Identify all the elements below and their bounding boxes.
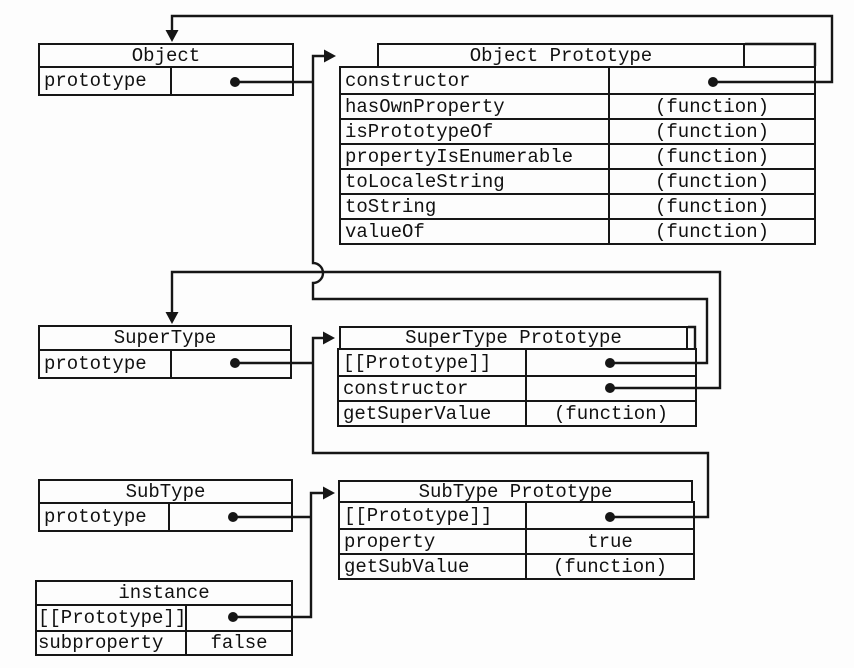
property-value (527, 503, 693, 528)
property-value: (function) (654, 195, 770, 218)
arrowhead-into-object (165, 30, 179, 42)
property-row: constructor (341, 68, 814, 93)
property-row: toLocaleString (function) (341, 168, 814, 193)
property-name: subproperty (37, 632, 187, 654)
property-name: prototype (40, 68, 172, 94)
arrowhead-into-supertype-prototype (323, 331, 335, 345)
property-row: hasOwnProperty (function) (341, 93, 814, 118)
supertype-prototype-box: SuperType Prototype [[Prototype]] constr… (337, 326, 697, 427)
supertype-box: SuperType prototype (38, 325, 292, 379)
property-name: constructor (341, 68, 610, 93)
property-value: (function) (553, 402, 669, 425)
property-value (187, 606, 291, 630)
property-name: isPrototypeOf (341, 120, 610, 143)
property-value: (function) (654, 220, 770, 243)
property-name: valueOf (341, 220, 610, 243)
property-value (527, 377, 695, 400)
property-name: constructor (339, 377, 527, 400)
arrowhead-into-supertype (165, 312, 179, 324)
property-row: subproperty false (37, 630, 291, 654)
arrowhead-into-object-prototype (324, 49, 336, 63)
property-value (610, 68, 814, 93)
subtype-prototype-box-title: SubType Prototype (338, 480, 693, 503)
property-value (172, 68, 292, 94)
property-value: false (210, 632, 268, 654)
property-name: toString (341, 195, 610, 218)
property-name: getSuperValue (339, 402, 527, 425)
property-name: toLocaleString (341, 170, 610, 193)
property-row: prototype (40, 504, 291, 530)
property-value: (function) (654, 145, 770, 168)
property-row: [[Prototype]] (339, 350, 695, 375)
property-name: hasOwnProperty (341, 95, 610, 118)
property-row: toString (function) (341, 193, 814, 218)
property-name: prototype (40, 504, 170, 530)
supertype-prototype-box-body: [[Prototype]] constructor getSuperValue … (337, 348, 697, 427)
property-row: property true (340, 528, 693, 553)
property-value: true (587, 530, 633, 553)
subtype-box-body: prototype (38, 502, 293, 532)
instance-box-title: instance (35, 580, 293, 606)
property-name: getSubValue (340, 555, 527, 578)
property-value: (function) (654, 170, 770, 193)
property-row: valueOf (function) (341, 218, 814, 243)
property-row: [[Prototype]] (37, 606, 291, 630)
supertype-box-title: SuperType (38, 325, 292, 351)
instance-box: instance [[Prototype]] subproperty false (35, 580, 293, 656)
object-box-title: Object (38, 43, 294, 68)
property-value (527, 350, 695, 375)
property-value (172, 351, 290, 377)
property-value: (function) (552, 555, 668, 578)
supertype-prototype-box-title: SuperType Prototype (339, 326, 688, 350)
supertype-box-body: prototype (38, 349, 292, 379)
property-row: [[Prototype]] (340, 503, 693, 528)
property-row: prototype (40, 68, 292, 94)
object-prototype-box: Object Prototype constructor hasOwnPrope… (339, 43, 816, 245)
subtype-prototype-box-body: [[Prototype]] property true getSubValue … (338, 501, 695, 580)
property-row: prototype (40, 351, 290, 377)
instance-box-body: [[Prototype]] subproperty false (35, 604, 293, 656)
object-box: Object prototype (38, 43, 294, 96)
property-value: (function) (654, 95, 770, 118)
property-value (170, 504, 291, 530)
property-name: [[Prototype]] (339, 350, 527, 375)
object-prototype-box-title: Object Prototype (377, 43, 745, 68)
object-prototype-box-body: constructor hasOwnProperty (function) is… (339, 66, 816, 245)
property-name: [[Prototype]] (340, 503, 527, 528)
subtype-box-title: SubType (38, 479, 293, 504)
property-row: getSubValue (function) (340, 553, 693, 578)
property-value: (function) (654, 120, 770, 143)
property-row: getSuperValue (function) (339, 400, 695, 425)
subtype-prototype-box: SubType Prototype [[Prototype]] property… (338, 480, 695, 580)
object-box-body: prototype (38, 66, 294, 96)
property-name: property (340, 530, 527, 553)
property-row: propertyIsEnumerable (function) (341, 143, 814, 168)
property-name: prototype (40, 351, 172, 377)
arrowhead-into-subtype-prototype (323, 486, 335, 500)
subtype-box: SubType prototype (38, 479, 293, 532)
property-name: [[Prototype]] (38, 606, 187, 630)
property-name: propertyIsEnumerable (341, 145, 610, 168)
property-row: constructor (339, 375, 695, 400)
property-row: isPrototypeOf (function) (341, 118, 814, 143)
